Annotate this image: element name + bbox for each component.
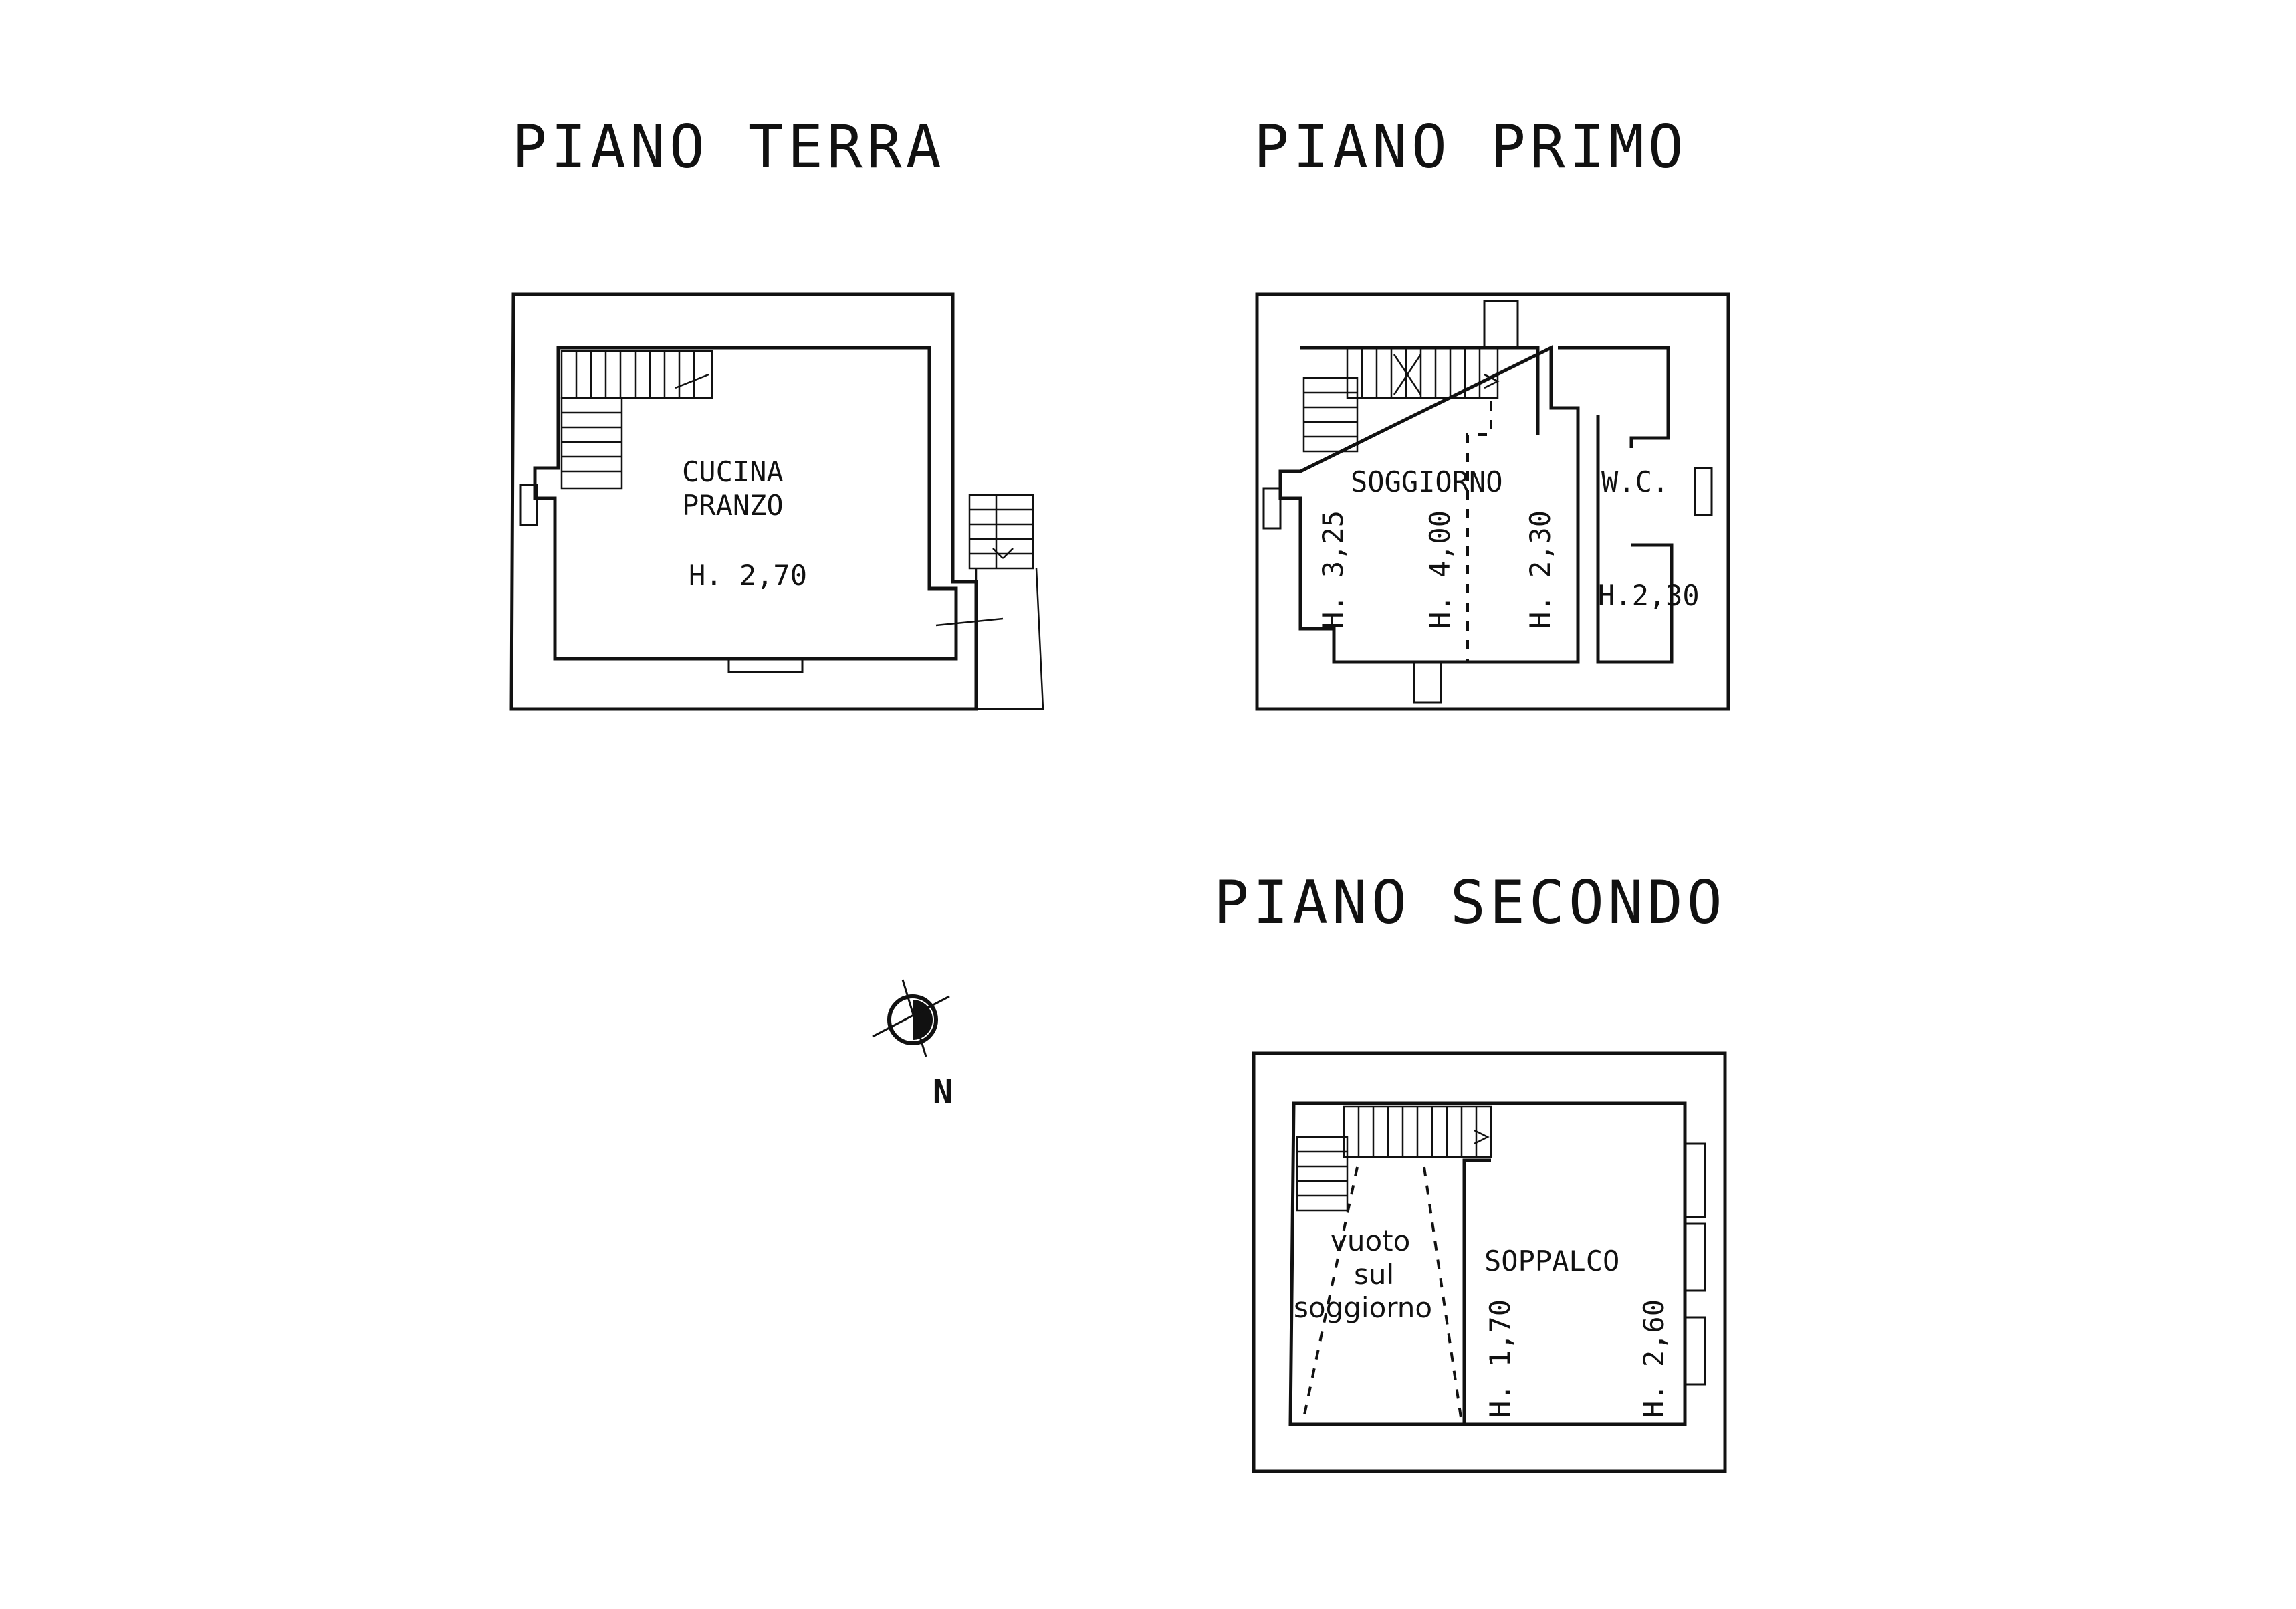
second-void-label-3: soggiorno [1294,1291,1432,1324]
first-height-mid: H. 4,00 [1423,510,1456,629]
ground-external-stair [935,494,1044,710]
ground-height-label: H. 2,70 [689,559,807,592]
compass-north-label: N [933,1073,953,1111]
first-window-right [1694,467,1713,516]
ground-floor-title: PIANO TERRA [511,112,945,181]
first-outer-wall [1255,292,1730,711]
first-height-right: H. 2,30 [1524,510,1557,629]
second-window-right-3 [1684,1316,1706,1386]
second-void-label-2: sul [1354,1258,1394,1291]
ground-window-bottom [727,657,804,673]
second-void-label-1: vuoto [1331,1224,1410,1257]
second-window-right-2 [1684,1222,1706,1292]
ground-room-label-1: CUCINA [682,455,784,488]
first-room-label: SOGGIORNO [1351,465,1503,498]
first-wc-label: W.C. [1601,465,1669,498]
first-height-left: H. 3,25 [1316,510,1349,629]
second-outer-wall [1252,1051,1727,1473]
second-window-right-1 [1684,1142,1706,1218]
second-void-cross [1302,1166,1462,1418]
second-stair [1296,1105,1492,1212]
ground-window-left [519,484,538,526]
ground-stair [560,350,713,490]
second-floor-title: PIANO SECONDO [1214,868,1726,937]
first-wc-wall [1558,346,1674,664]
north-compass: N [872,979,953,1111]
first-wc-height-label: H.2,30 [1598,579,1700,612]
first-window-bottom [1413,661,1442,704]
first-chimney [1483,300,1519,349]
compass-icon [872,979,950,1057]
second-height-right: H. 2,60 [1637,1299,1670,1418]
second-inner-wall [1288,1101,1687,1426]
second-room-label: SOPPALCO [1484,1245,1619,1277]
first-mezzanine-edge [1466,401,1492,662]
first-stair [1302,346,1500,453]
second-height-left: H. 1,70 [1484,1299,1516,1418]
second-void-edge [1462,1158,1491,1424]
second-floor-plan: PIANO SECONDO vuoto sul soggiorno SOPPAL… [1214,868,1727,1473]
first-floor-plan: PIANO PRIMO SOGGIORNO W.C. H.2,30 H. 3,2… [1254,112,1730,711]
ground-floor-plan: PIANO TERRA CUCINA PRANZO H. 2,70 [509,112,1044,711]
ground-inner-wall [533,346,958,661]
first-window-left [1262,487,1282,530]
first-floor-title: PIANO PRIMO [1254,112,1688,181]
ground-room-label-2: PRANZO [682,489,784,522]
